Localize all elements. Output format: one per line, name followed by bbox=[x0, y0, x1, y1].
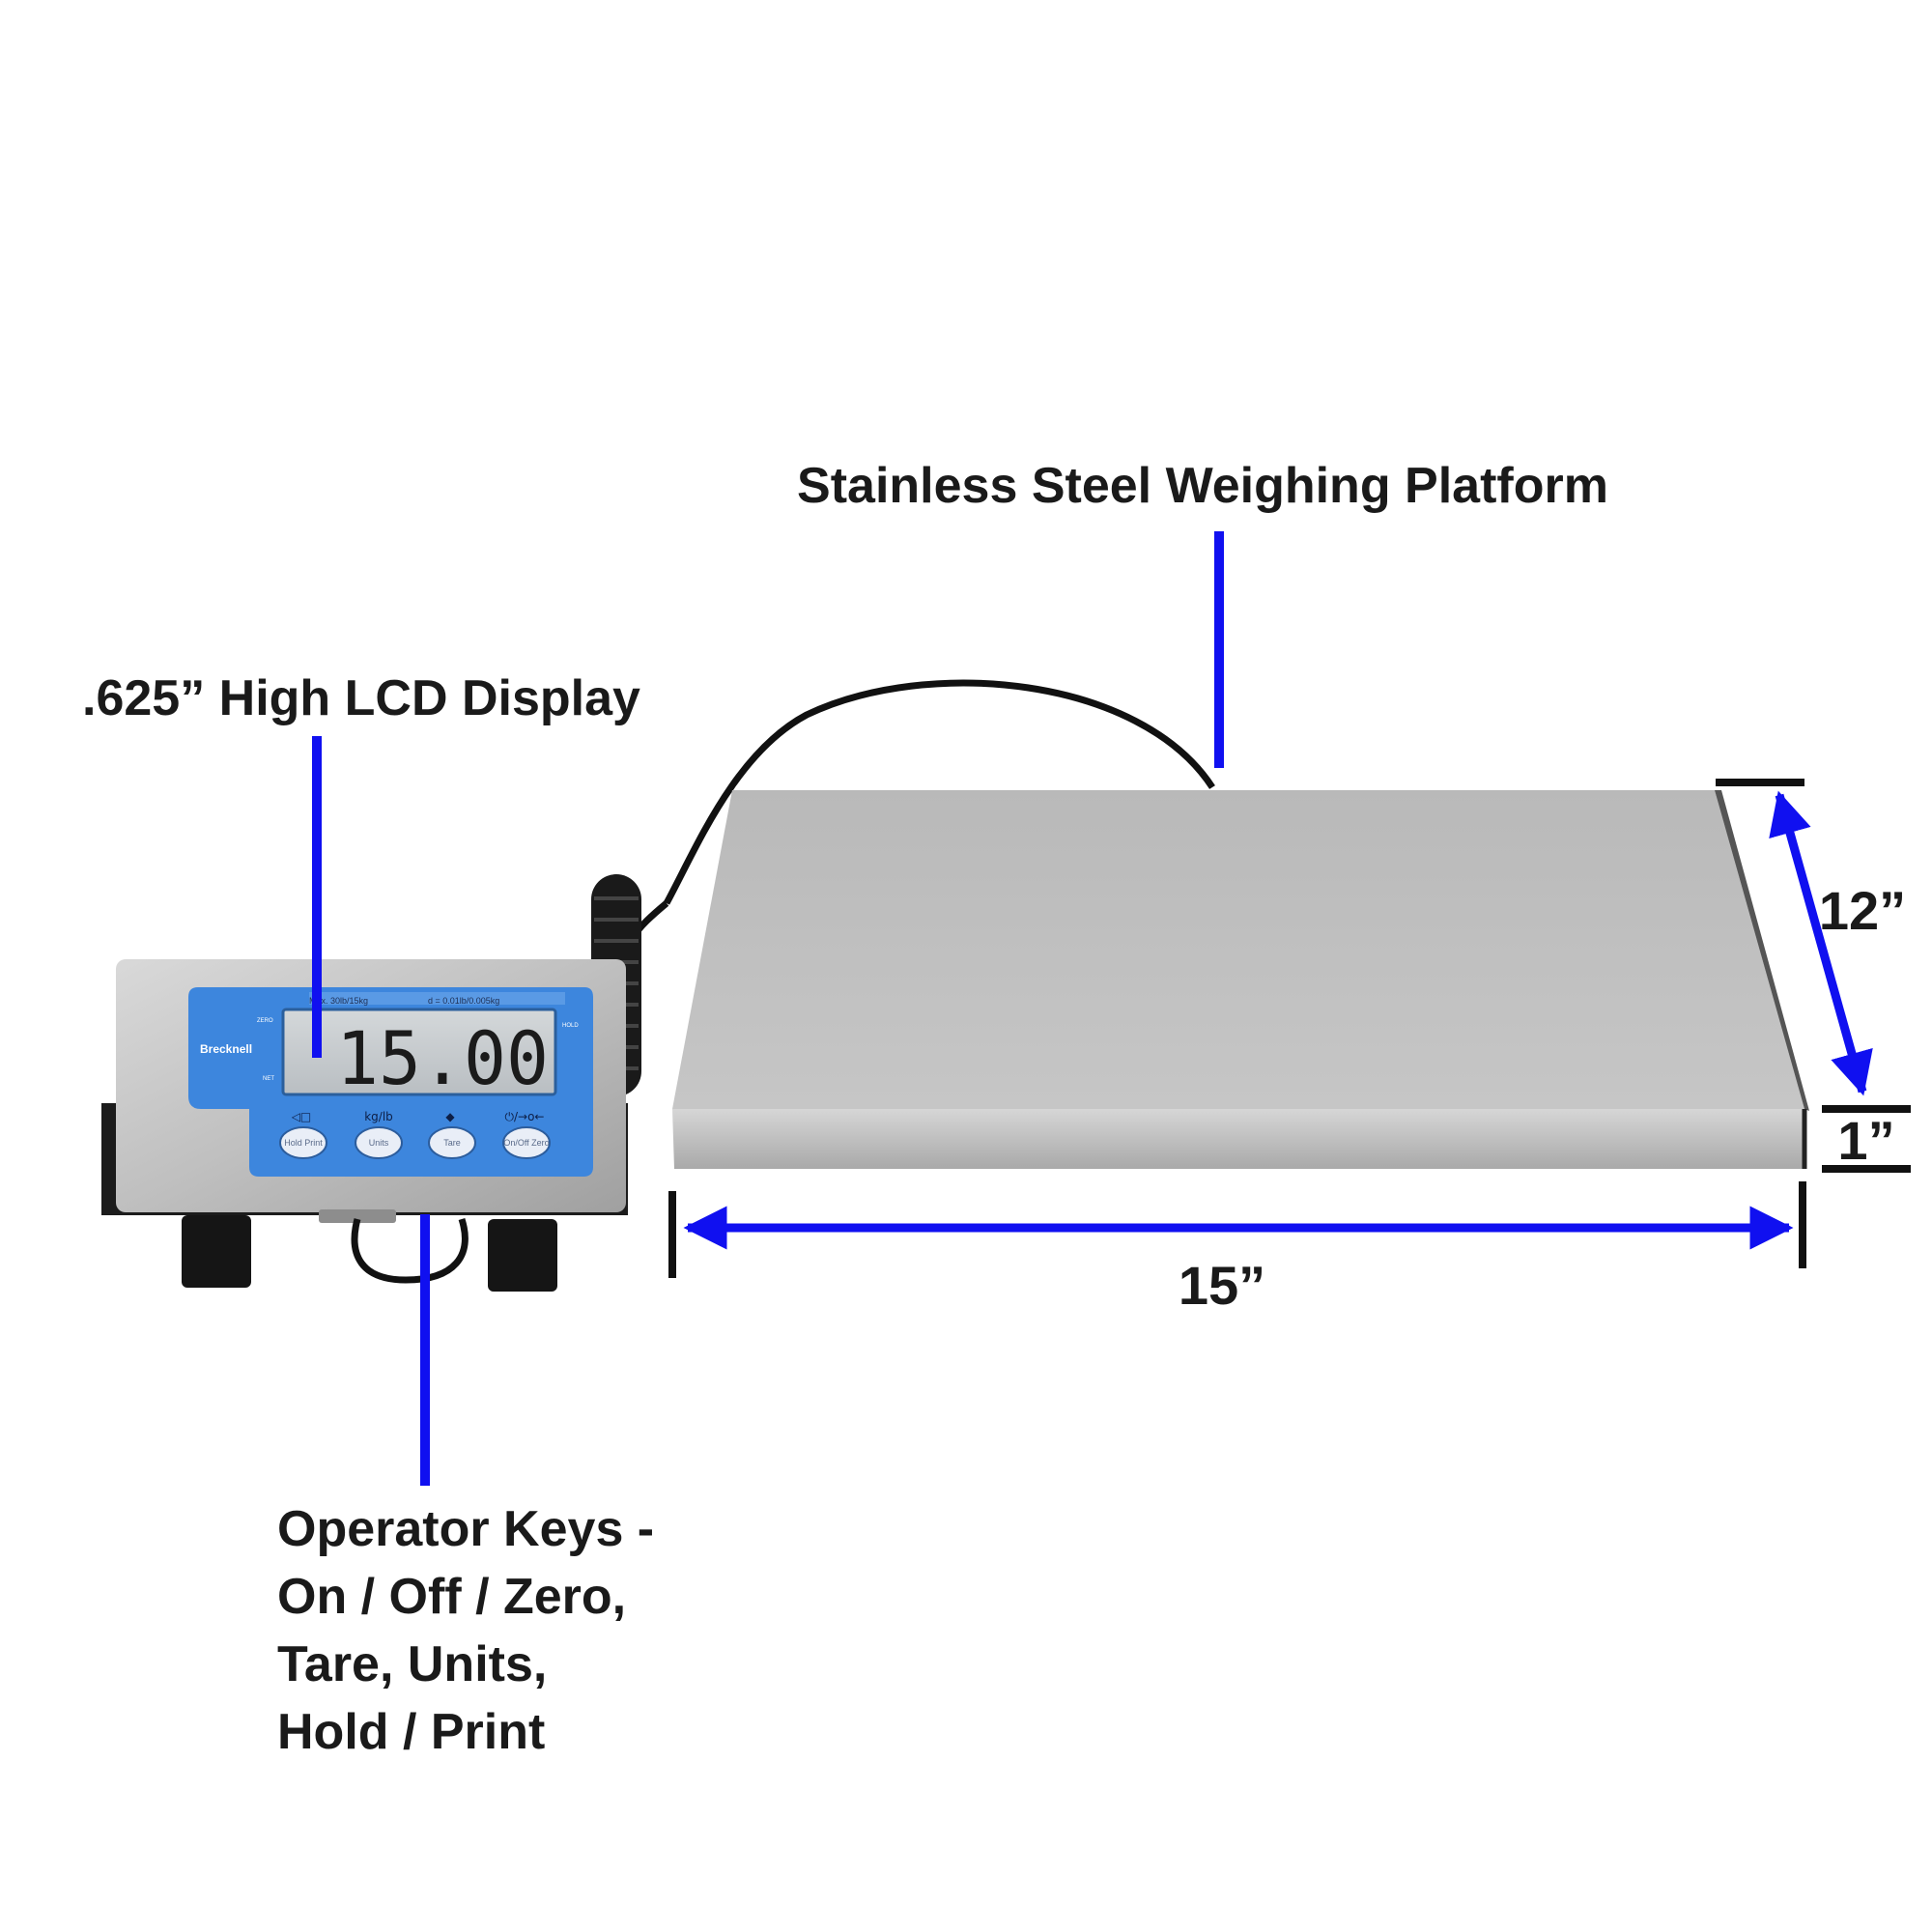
keys-callout-label: Operator Keys - On / Off / Zero, Tare, U… bbox=[277, 1501, 654, 1760]
indicator: Max. 30lb/15kg d = 0.01lb/0.005kg Breckn… bbox=[101, 959, 628, 1292]
width-label: 15” bbox=[1179, 1255, 1265, 1316]
onoff-zero-key[interactable]: On/Off Zero bbox=[502, 1126, 551, 1159]
depth-label: 12” bbox=[1819, 880, 1906, 941]
callout-lines bbox=[312, 531, 1224, 1486]
keys-callout-line-3: Tare, Units, bbox=[277, 1636, 547, 1692]
capacity-label: Max. 30lb/15kg bbox=[309, 996, 368, 1006]
display-callout-label: .625” High LCD Display bbox=[82, 670, 640, 726]
division-label: d = 0.01lb/0.005kg bbox=[428, 996, 499, 1006]
platform-front bbox=[672, 1109, 1804, 1169]
indicator-foot-right bbox=[488, 1219, 557, 1292]
brand-logo-text: Brecknell bbox=[200, 1042, 252, 1056]
tare-key[interactable]: Tare bbox=[428, 1126, 476, 1159]
hold-print-symbol: ◁□ bbox=[291, 1110, 312, 1123]
platform-callout-label: Stainless Steel Weighing Platform bbox=[797, 458, 1608, 514]
keys-callout-line-4: Hold / Print bbox=[277, 1704, 545, 1760]
onoff-symbol: ⏻/→o← bbox=[505, 1110, 545, 1123]
units-symbol: kg/lb bbox=[364, 1110, 393, 1123]
connector bbox=[319, 1209, 396, 1223]
lcd-display bbox=[281, 1008, 557, 1096]
depth-dimension bbox=[1716, 779, 1911, 1113]
width-dimension bbox=[668, 1181, 1806, 1278]
onoff-zero-key-label: On/Off Zero bbox=[503, 1138, 549, 1148]
indicator-foot-left bbox=[182, 1215, 251, 1288]
platform-top bbox=[672, 790, 1804, 1109]
units-key-label: Units bbox=[369, 1138, 389, 1148]
hold-print-key-label: Hold Print bbox=[284, 1138, 323, 1148]
zero-flag: ZERO bbox=[257, 1018, 273, 1024]
keys-callout-line-2: On / Off / Zero, bbox=[277, 1569, 626, 1625]
hold-print-key[interactable]: Hold Print bbox=[279, 1126, 327, 1159]
tare-key-label: Tare bbox=[443, 1138, 461, 1148]
net-flag: NET bbox=[263, 1076, 274, 1082]
hold-flag: HOLD bbox=[562, 1023, 579, 1029]
units-key[interactable]: Units bbox=[355, 1126, 403, 1159]
weighing-platform bbox=[672, 790, 1809, 1169]
lcd-reading: 15.00 bbox=[336, 1015, 549, 1101]
keys-callout-line-1: Operator Keys - bbox=[277, 1501, 654, 1557]
tare-symbol: ◆ bbox=[445, 1110, 455, 1123]
height-label: 1” bbox=[1837, 1110, 1894, 1171]
